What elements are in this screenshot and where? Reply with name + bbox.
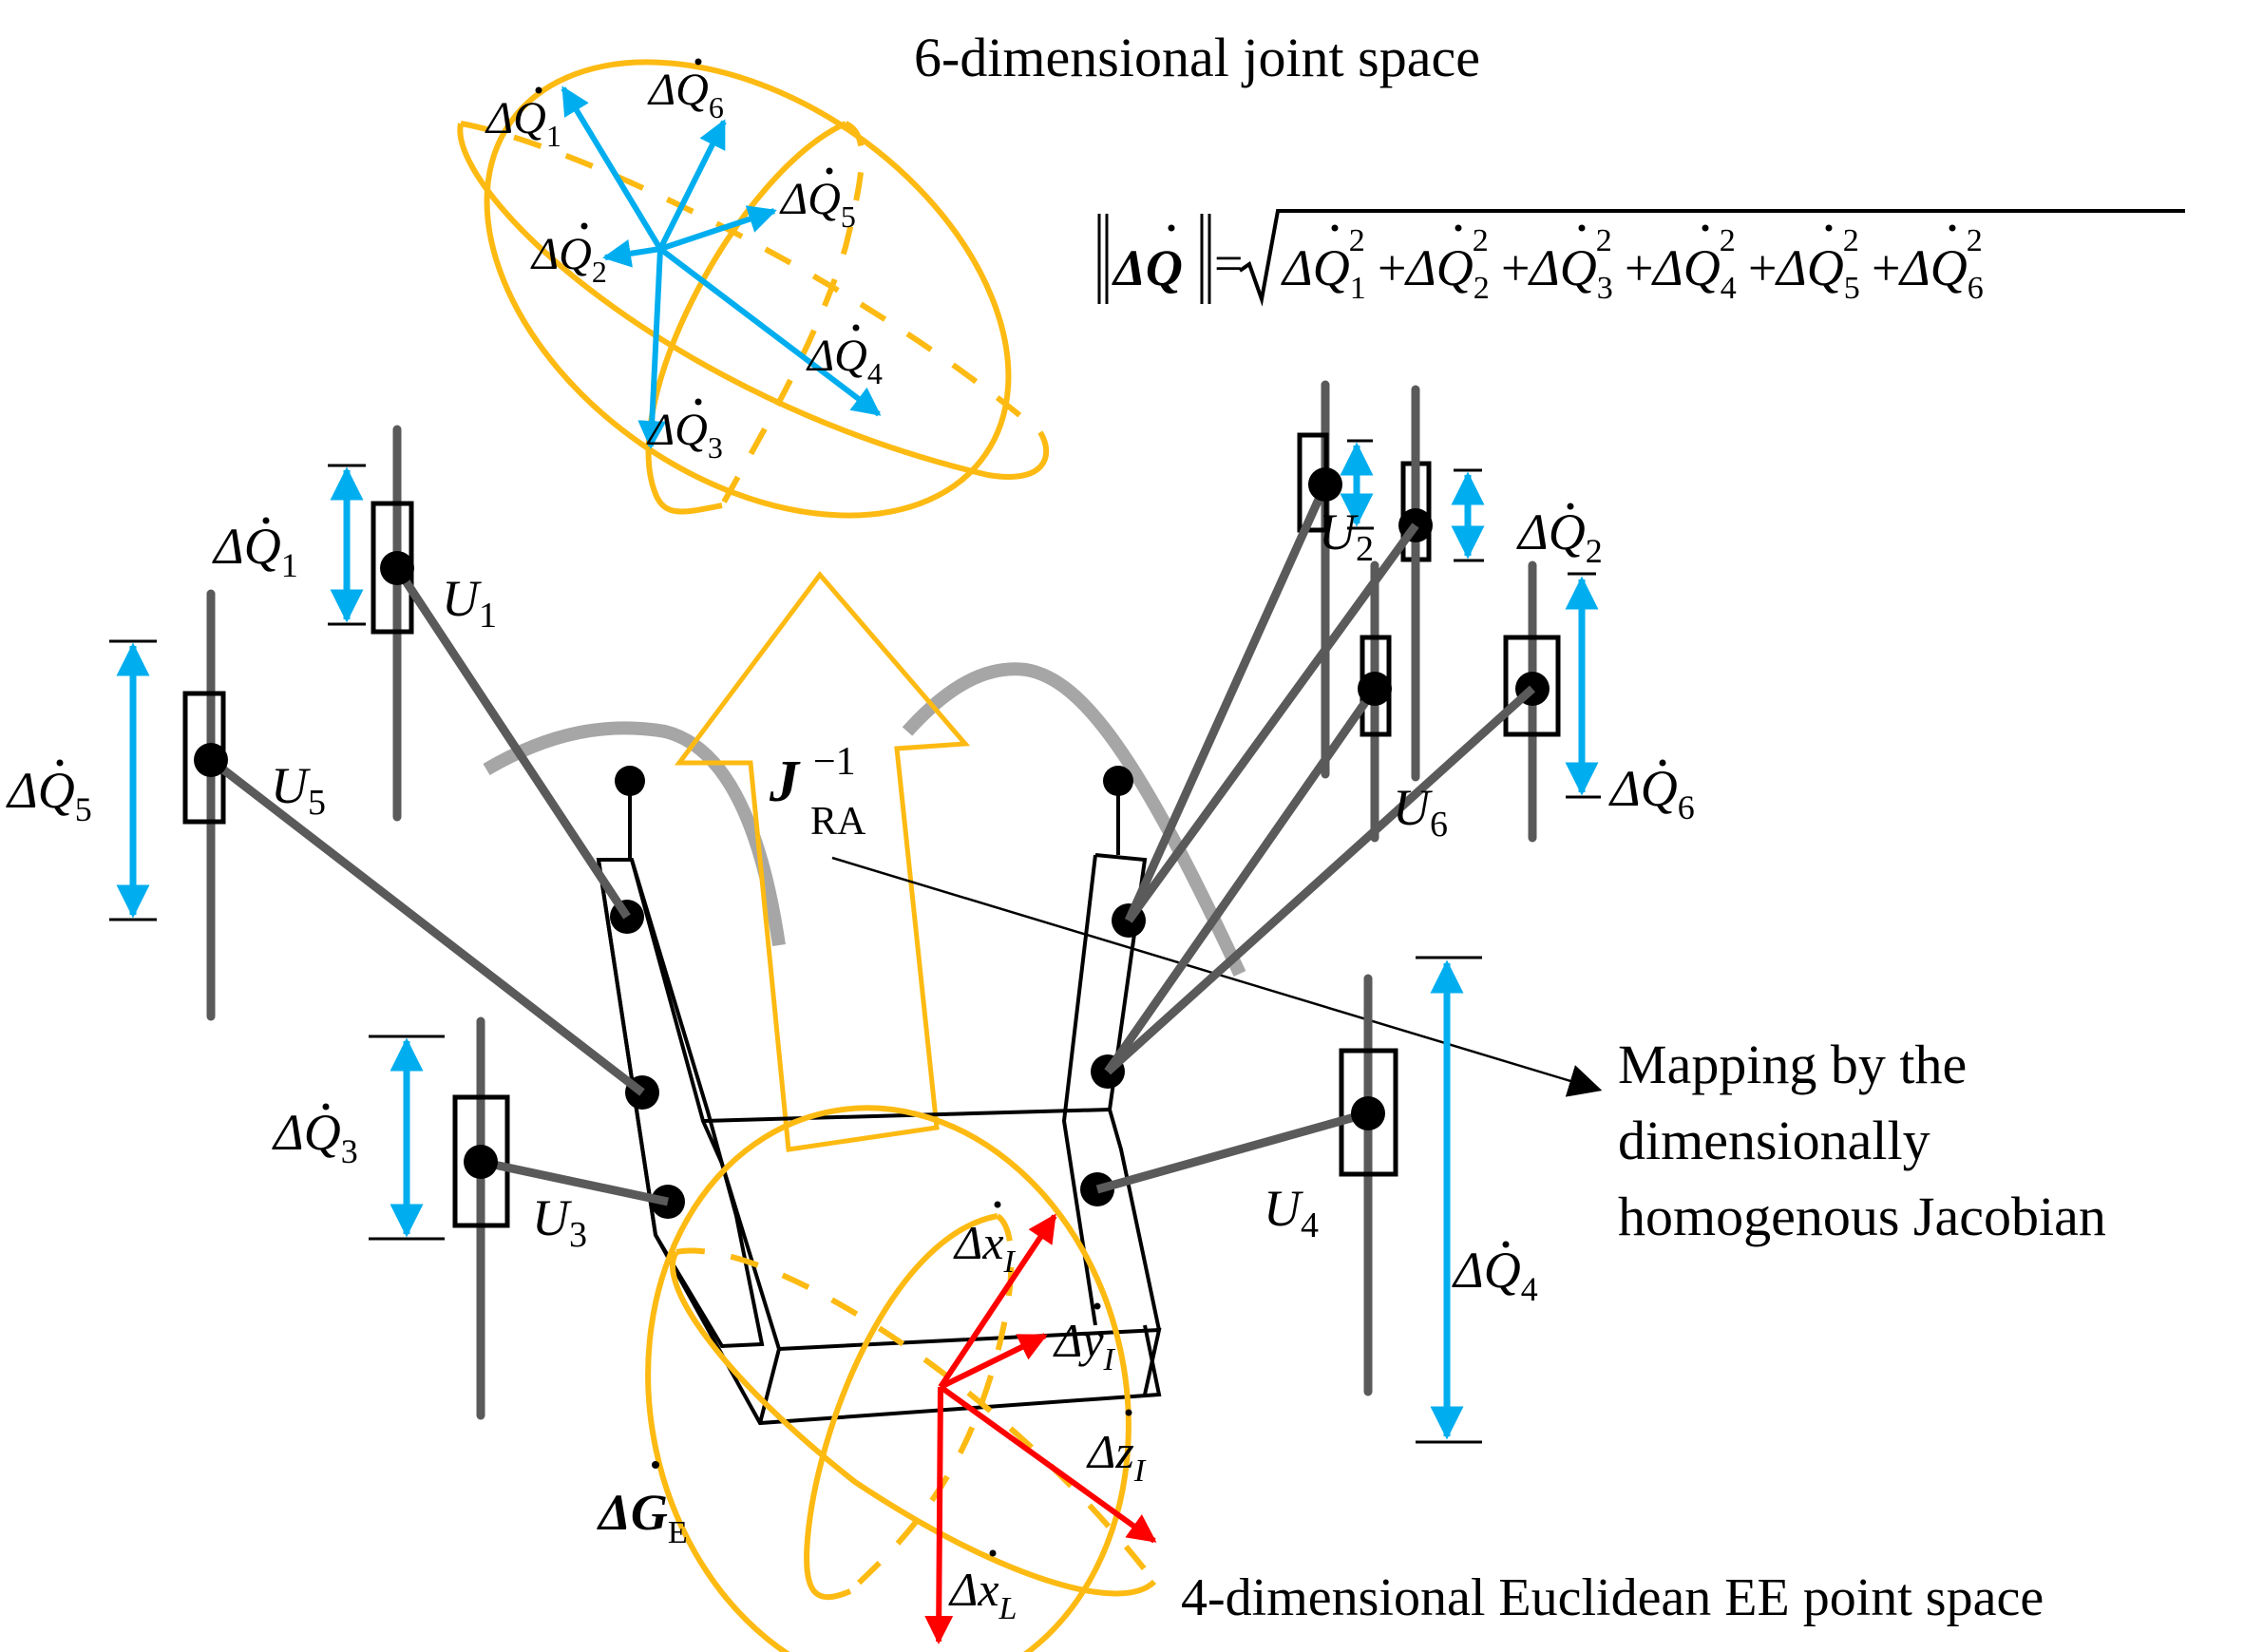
formula-terms: ΔQ12 + ΔQ22 + ΔQ32 + ΔQ42 + ΔQ52 + ΔQ62 [1281,223,1984,306]
vector-dz-i [939,1384,1157,1544]
svg-text:+: + [1501,239,1530,296]
ee-vectors [924,1213,1157,1644]
joint-space-title: 6-dimensional joint space [914,27,1480,88]
ee-ellipsoid-meridian-back [847,1213,1015,1594]
actuator-u2 [1124,380,1374,922]
joint-space-ellipsoid [457,59,1050,519]
label-dx-l: ΔxL [948,1563,1017,1626]
mapping-hollow-arrow [675,571,971,1152]
svg-text:ΔQ3: ΔQ3 [646,405,723,465]
label-dy-i: ΔyI [1053,1314,1116,1377]
label-stroke-dq2: ΔQ2 [1516,503,1603,570]
svg-text:homogenous Jacobian: homogenous Jacobian [1618,1186,2106,1247]
ee-vector-labels: ΔxI ΔyI ΔzI ΔxL [948,1201,1147,1626]
vector-dq3 [637,248,667,449]
vector-dq6 [657,119,727,251]
svg-text:ΔQ32: ΔQ32 [1528,223,1613,306]
actuator-labels: U1 U5 U3 U2 U6 U4 [271,503,1448,1255]
svg-text:ΔQ: ΔQ [1112,239,1183,296]
actuator-u2-rail-box [1125,385,1485,923]
label-stroke-dq5: ΔQ5 [6,762,92,828]
norm-formula: ΔQ = ΔQ12 + ΔQ22 + ΔQ32 + ΔQ42 + ΔQ52 + … [1097,209,2185,307]
svg-text:−1: −1 [813,740,856,784]
svg-text:RA: RA [810,800,866,844]
vector-dq5 [659,205,777,252]
svg-text:J: J [769,750,801,814]
actuator-u6 [1104,560,1392,1074]
svg-text:dimensionally: dimensionally [1618,1110,1930,1171]
vector-dq2 [602,239,661,268]
ee-ellipsoid-equator-back [675,1247,1157,1584]
svg-text:ΔQ5: ΔQ5 [779,174,856,234]
label-dq2: ΔQ2 [530,229,607,289]
svg-text:ΔQ2: ΔQ2 [530,229,607,289]
joint-vector-labels: ΔQ1 ΔQ6 ΔQ5 ΔQ2 ΔQ4 ΔQ3 [485,58,883,465]
svg-text:ΔGE: ΔGE [597,1484,688,1550]
vector-dx-l [924,1386,954,1644]
label-dq6: ΔQ6 [647,65,724,124]
actuator-u4-stroke [1416,956,1482,1444]
actuator-u3 [369,1016,669,1420]
label-dq5: ΔQ5 [779,174,856,234]
label-u1: U1 [442,570,497,636]
svg-text:Mapping by the: Mapping by the [1618,1034,1967,1095]
moving-platform [596,784,1162,1426]
label-u4: U4 [1264,1180,1319,1245]
label-dz-i: ΔzI [1086,1425,1147,1489]
ee-space-ellipsoid [645,1105,1157,1652]
label-stroke-dq3: ΔQ3 [272,1104,358,1170]
svg-text:+: + [1378,239,1406,296]
svg-text:+: + [1625,239,1653,296]
joint-vectors [561,85,882,449]
jacobian-label: J −1 RA [769,740,866,844]
label-dx-i: ΔxI [953,1216,1017,1280]
svg-text:+: + [1748,239,1777,296]
ee-ellipsoid-outer [645,1105,1132,1652]
actuator-u6-rail-box [1104,560,1601,1075]
svg-text:+: + [1872,239,1900,296]
vector-dq4 [658,246,882,417]
label-u6: U6 [1393,779,1448,845]
label-stroke-dq1: ΔQ1 [212,518,298,584]
label-dq1: ΔQ1 [485,93,561,153]
label-stroke-dq6: ΔQ6 [1608,760,1695,826]
svg-text:ΔQ62: ΔQ62 [1898,223,1984,306]
rail-curve-right [902,662,1246,977]
actuator-stroke-labels: ΔQ1 ΔQ5 ΔQ3 ΔQ2 ΔQ6 ΔQ4 [6,503,1695,1308]
svg-text:ΔQ52: ΔQ52 [1775,223,1860,306]
label-u5: U5 [271,757,326,823]
svg-text:ΔQ1: ΔQ1 [485,93,561,153]
platform-joints [610,766,1146,1219]
mapping-caption: Mapping by the dimensionally homogenous … [1618,1034,2106,1247]
label-dq3: ΔQ3 [646,405,723,465]
actuator-u4 [1095,974,1398,1396]
ee-ellipsoid-meridian [804,1213,998,1601]
label-stroke-dq4: ΔQ4 [1452,1242,1538,1308]
svg-text:ΔQ4: ΔQ4 [806,331,883,390]
joint-ellipsoid-meridian-back [719,121,865,507]
actuator-u1 [328,425,631,920]
vector-dq1 [561,85,663,251]
label-dq4: ΔQ4 [806,331,883,390]
vector-dy-i [939,1333,1048,1390]
svg-text:ΔQ6: ΔQ6 [647,65,724,124]
joint-ellipsoid-outer [484,59,1012,519]
svg-text:ΔQ42: ΔQ42 [1651,223,1737,306]
actuators [109,380,1398,1420]
joint-ellipsoid-equator [457,123,1050,480]
svg-text:ΔQ22: ΔQ22 [1404,223,1490,306]
svg-text:ΔQ12: ΔQ12 [1281,223,1366,306]
actuator-u5 [109,589,645,1096]
ee-space-title: 4-dimensional Euclidean EE point space [1181,1568,2044,1627]
ee-ellipsoid-equator [670,1250,1157,1597]
ee-label: ΔGE [597,1461,688,1550]
label-u2: U2 [1319,503,1374,569]
label-u3: U3 [532,1189,587,1255]
svg-text:=: = [1214,235,1243,292]
vector-dx-i [938,1213,1057,1389]
